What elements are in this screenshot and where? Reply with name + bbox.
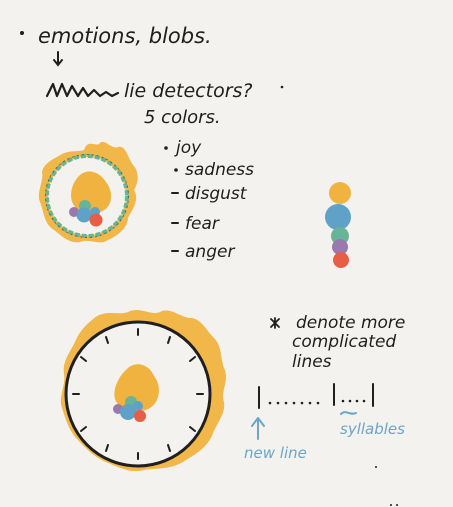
note-lines: lines	[292, 352, 332, 372]
emotion-blob-large	[60, 310, 226, 472]
stray-mark-4	[396, 504, 398, 506]
blob-large-sadness	[120, 404, 136, 420]
swatch-anger	[333, 252, 349, 268]
blob-large-anger	[134, 410, 146, 422]
note-complicated: complicated	[292, 332, 396, 352]
up-arrow-icon	[251, 417, 265, 440]
note-denote-more: denote more	[296, 313, 405, 333]
note-lie-detectors: lie detectors?	[124, 80, 253, 102]
note-five-colors: 5 colors.	[144, 107, 221, 128]
swatch-sadness	[325, 204, 351, 230]
bullet-dot	[20, 31, 24, 35]
emotion-sadness-label: sadness	[185, 160, 254, 180]
annotation-syllables: syllables	[340, 420, 405, 438]
line-notation-diagram	[258, 383, 374, 409]
asterisk-icon	[270, 317, 280, 329]
syllable-tilde-icon	[340, 411, 357, 415]
stray-mark-3	[390, 504, 392, 506]
clock-ticks	[72, 328, 204, 460]
note-emotions-blobs: emotions, blobs.	[38, 24, 212, 48]
swatch-joy	[329, 182, 351, 204]
clock-ring	[64, 320, 212, 468]
emotion-blob-small	[38, 141, 138, 243]
waveform-squiggle	[45, 82, 120, 98]
emotion-fear-label: fear	[185, 214, 220, 234]
blob-small-anger	[89, 213, 103, 227]
emotion-list: joy sadness disgust fear anger	[164, 138, 254, 262]
color-swatch-stack	[325, 182, 351, 268]
blob-small-dark-ring	[45, 154, 129, 238]
stray-mark	[280, 85, 284, 89]
emotion-anger-label: anger	[185, 242, 235, 262]
down-arrow-icon	[53, 51, 63, 67]
emotion-disgust-label: disgust	[185, 184, 248, 204]
emotion-joy-label: joy	[174, 138, 202, 158]
annotation-new-line: new line	[244, 444, 307, 462]
swatch-fear	[332, 239, 348, 255]
blob-small-fear	[69, 207, 79, 217]
blob-small-teal-ring	[45, 154, 129, 238]
blob-small-sadness	[76, 207, 92, 223]
blob-large-sadness-2	[133, 401, 143, 411]
stray-mark-2	[375, 466, 377, 468]
